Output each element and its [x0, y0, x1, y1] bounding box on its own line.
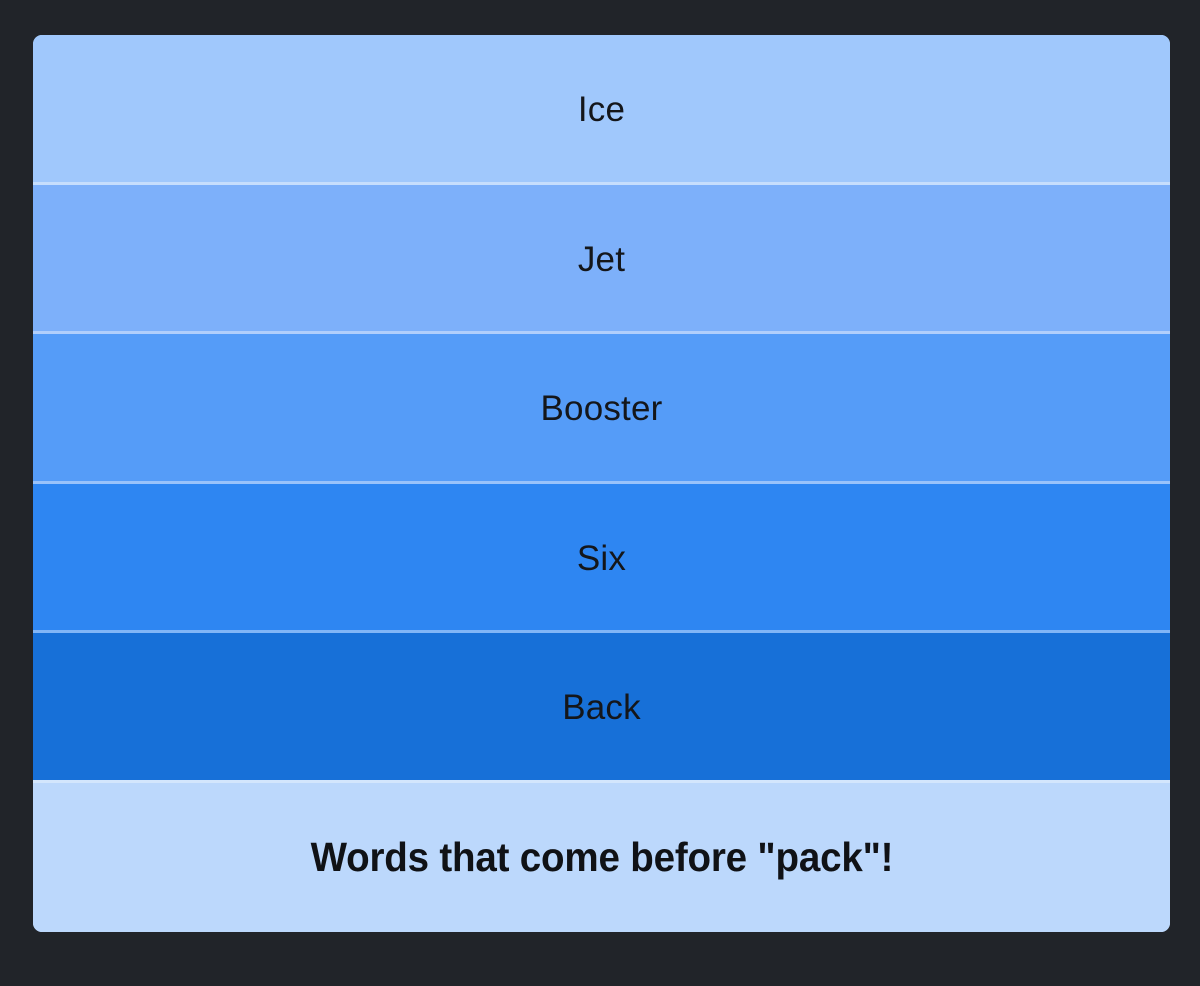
word-association-card: Ice Jet Booster Six Back Words that come… — [33, 35, 1170, 932]
row-separator-3 — [33, 480, 1170, 484]
caption-row: Words that come before "pack"! — [33, 782, 1170, 932]
answer-row-4[interactable]: Six — [33, 483, 1170, 633]
answer-label-1: Ice — [577, 90, 626, 130]
answer-row-2[interactable]: Jet — [33, 184, 1170, 334]
answer-label-5: Back — [562, 688, 641, 728]
row-separator-1 — [33, 181, 1170, 185]
answer-row-1[interactable]: Ice — [33, 35, 1170, 185]
caption-text: Words that come before "pack"! — [310, 833, 893, 880]
answer-row-5[interactable]: Back — [33, 633, 1170, 783]
answer-row-3[interactable]: Booster — [33, 334, 1170, 484]
answer-label-2: Jet — [577, 239, 626, 279]
row-separator-4 — [33, 630, 1170, 633]
answer-label-4: Six — [576, 538, 627, 578]
row-separator-5 — [33, 779, 1170, 783]
row-separator-2 — [33, 331, 1170, 334]
answer-label-3: Booster — [540, 389, 663, 429]
